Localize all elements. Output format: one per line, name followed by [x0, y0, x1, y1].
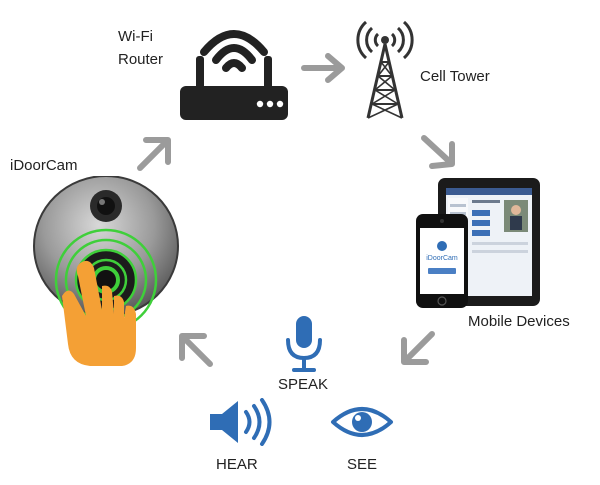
eye-icon	[330, 402, 394, 442]
router-label: Wi-Fi Router	[118, 25, 163, 71]
arrow-actions-to-camera	[176, 330, 216, 370]
mobile-devices-label: Mobile Devices	[468, 313, 570, 330]
speak-label: SPEAK	[278, 376, 329, 393]
arrow-router-to-tower	[300, 50, 350, 86]
arrow-mobile-to-actions	[398, 328, 438, 368]
phone-app-brand-text: iDoorCam	[426, 255, 458, 262]
see-label: SEE	[347, 456, 378, 473]
speaker-icon	[206, 398, 276, 446]
arrow-tower-to-mobile	[418, 132, 462, 172]
doorbell-camera-icon	[24, 176, 186, 372]
wifi-router-icon	[178, 12, 290, 124]
mobile-devices-icon: iDoorCam	[416, 176, 542, 310]
cell-tower-label: Cell Tower	[420, 68, 490, 85]
microphone-icon	[282, 314, 326, 374]
cell-tower-icon	[352, 8, 418, 120]
arrow-camera-to-router	[134, 134, 174, 174]
hear-label: HEAR	[216, 456, 258, 473]
router-label-line1: Wi-Fi	[118, 28, 153, 45]
router-label-line2: Router	[118, 51, 164, 68]
doorbell-camera-label: iDoorCam	[10, 157, 78, 174]
